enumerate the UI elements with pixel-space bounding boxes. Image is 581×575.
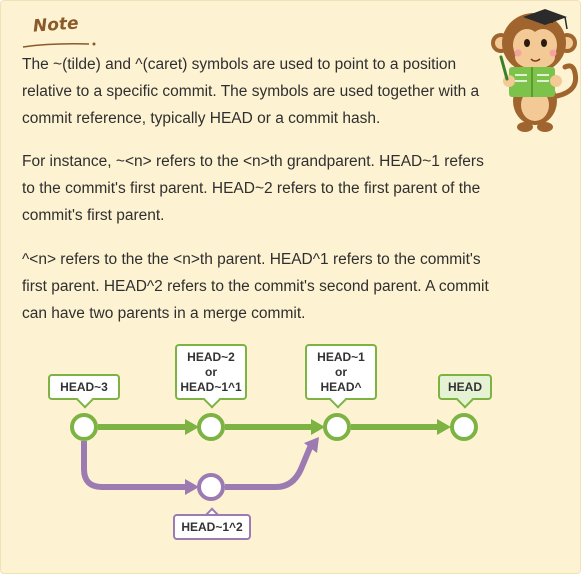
commit-node-head3 bbox=[70, 413, 98, 441]
commit-node-head1 bbox=[323, 413, 351, 441]
label-head2: HEAD~2 or HEAD~1^1 bbox=[175, 344, 247, 400]
arrow-to-branch bbox=[185, 479, 199, 495]
monkey-mascot-icon bbox=[491, 9, 579, 132]
label-head1: HEAD~1 or HEAD^ bbox=[305, 344, 377, 400]
commit-node-branch bbox=[197, 473, 225, 501]
edge-head3-to-branch bbox=[81, 441, 187, 490]
label-head3-text: HEAD~3 bbox=[60, 380, 108, 394]
label-head2-line2: or bbox=[205, 365, 217, 379]
commit-graph-lines bbox=[70, 413, 478, 501]
note-underline bbox=[22, 42, 96, 48]
label-head2-line3: HEAD~1^1 bbox=[180, 380, 242, 394]
note-paragraph-tilde: For instance, ~<n> refers to the <n>th g… bbox=[22, 153, 484, 224]
arrow-to-head1 bbox=[311, 419, 325, 435]
commit-node-head2 bbox=[197, 413, 225, 441]
edge-branch-to-head1 bbox=[225, 443, 314, 490]
label-branch: HEAD~1^2 bbox=[173, 514, 251, 540]
note-label: Note bbox=[32, 13, 80, 37]
label-head1-line1: HEAD~1 bbox=[317, 350, 365, 364]
label-head-text: HEAD bbox=[447, 380, 482, 394]
label-branch-text: HEAD~1^2 bbox=[181, 520, 243, 534]
label-head2-line1: HEAD~2 bbox=[187, 350, 235, 364]
commit-graph: HEAD~3 HEAD~2 or HEAD~1^1 HEAD~1 or HEAD… bbox=[1, 331, 581, 575]
label-head1-line2: or bbox=[335, 365, 347, 379]
arrow-to-head2 bbox=[185, 419, 199, 435]
arrow-to-head bbox=[437, 419, 451, 435]
arrow-merge-to-head1 bbox=[304, 437, 319, 453]
note-paragraph-caret: ^<n> refers to the the <n>th parent. HEA… bbox=[22, 251, 489, 322]
note-paragraph-intro: The ~(tilde) and ^(caret) symbols are us… bbox=[22, 56, 480, 127]
commit-node-head bbox=[450, 413, 478, 441]
label-head1-line3: HEAD^ bbox=[320, 380, 362, 394]
label-head3: HEAD~3 bbox=[48, 374, 120, 400]
